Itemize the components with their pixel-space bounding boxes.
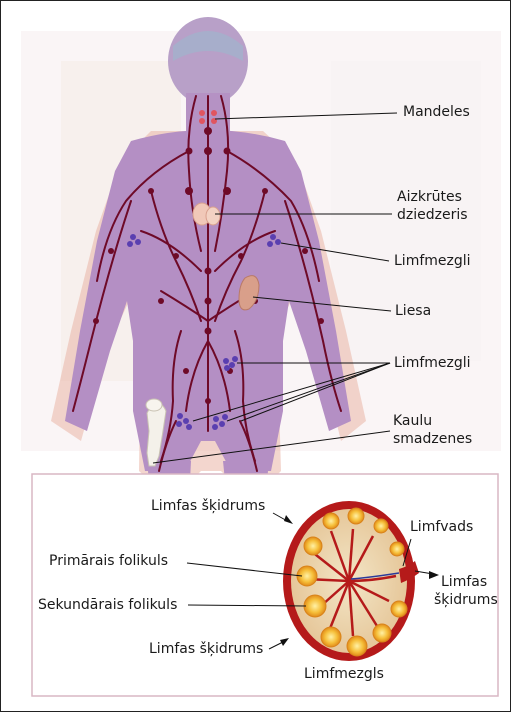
inset-label-lymph-vessel: Limfvads (410, 519, 473, 536)
label-marrow-line1: Kaulu (393, 413, 432, 430)
head (168, 17, 248, 105)
label-thymus-line1: Aizkrūtes (397, 189, 462, 206)
label-marrow-line2: smadzenes (393, 431, 472, 448)
label-lymph-nodes-lower: Limfmezgli (394, 355, 471, 372)
label-thymus-line2: dziedzeris (397, 207, 468, 224)
label-spleen: Liesa (395, 303, 431, 320)
inset-label-secondary-follicle: Sekundārais folikuls (38, 597, 177, 614)
inset-label-lymph-fluid-out-line1: Limfas (441, 574, 487, 591)
inset-label-lymph-node-title: Limfmezgls (304, 666, 384, 683)
label-tonsils: Mandeles (403, 104, 470, 121)
inset-label-lymph-fluid-in-bottom: Limfas šķidrums (149, 641, 263, 658)
inset-label-lymph-fluid-in-top: Limfas šķidrums (151, 498, 265, 515)
label-lymph-nodes-upper: Limfmezgli (394, 253, 471, 270)
inset-label-primary-follicle: Primārais folikuls (49, 553, 168, 570)
inset-label-lymph-fluid-out-line2: šķidrums (434, 592, 498, 609)
